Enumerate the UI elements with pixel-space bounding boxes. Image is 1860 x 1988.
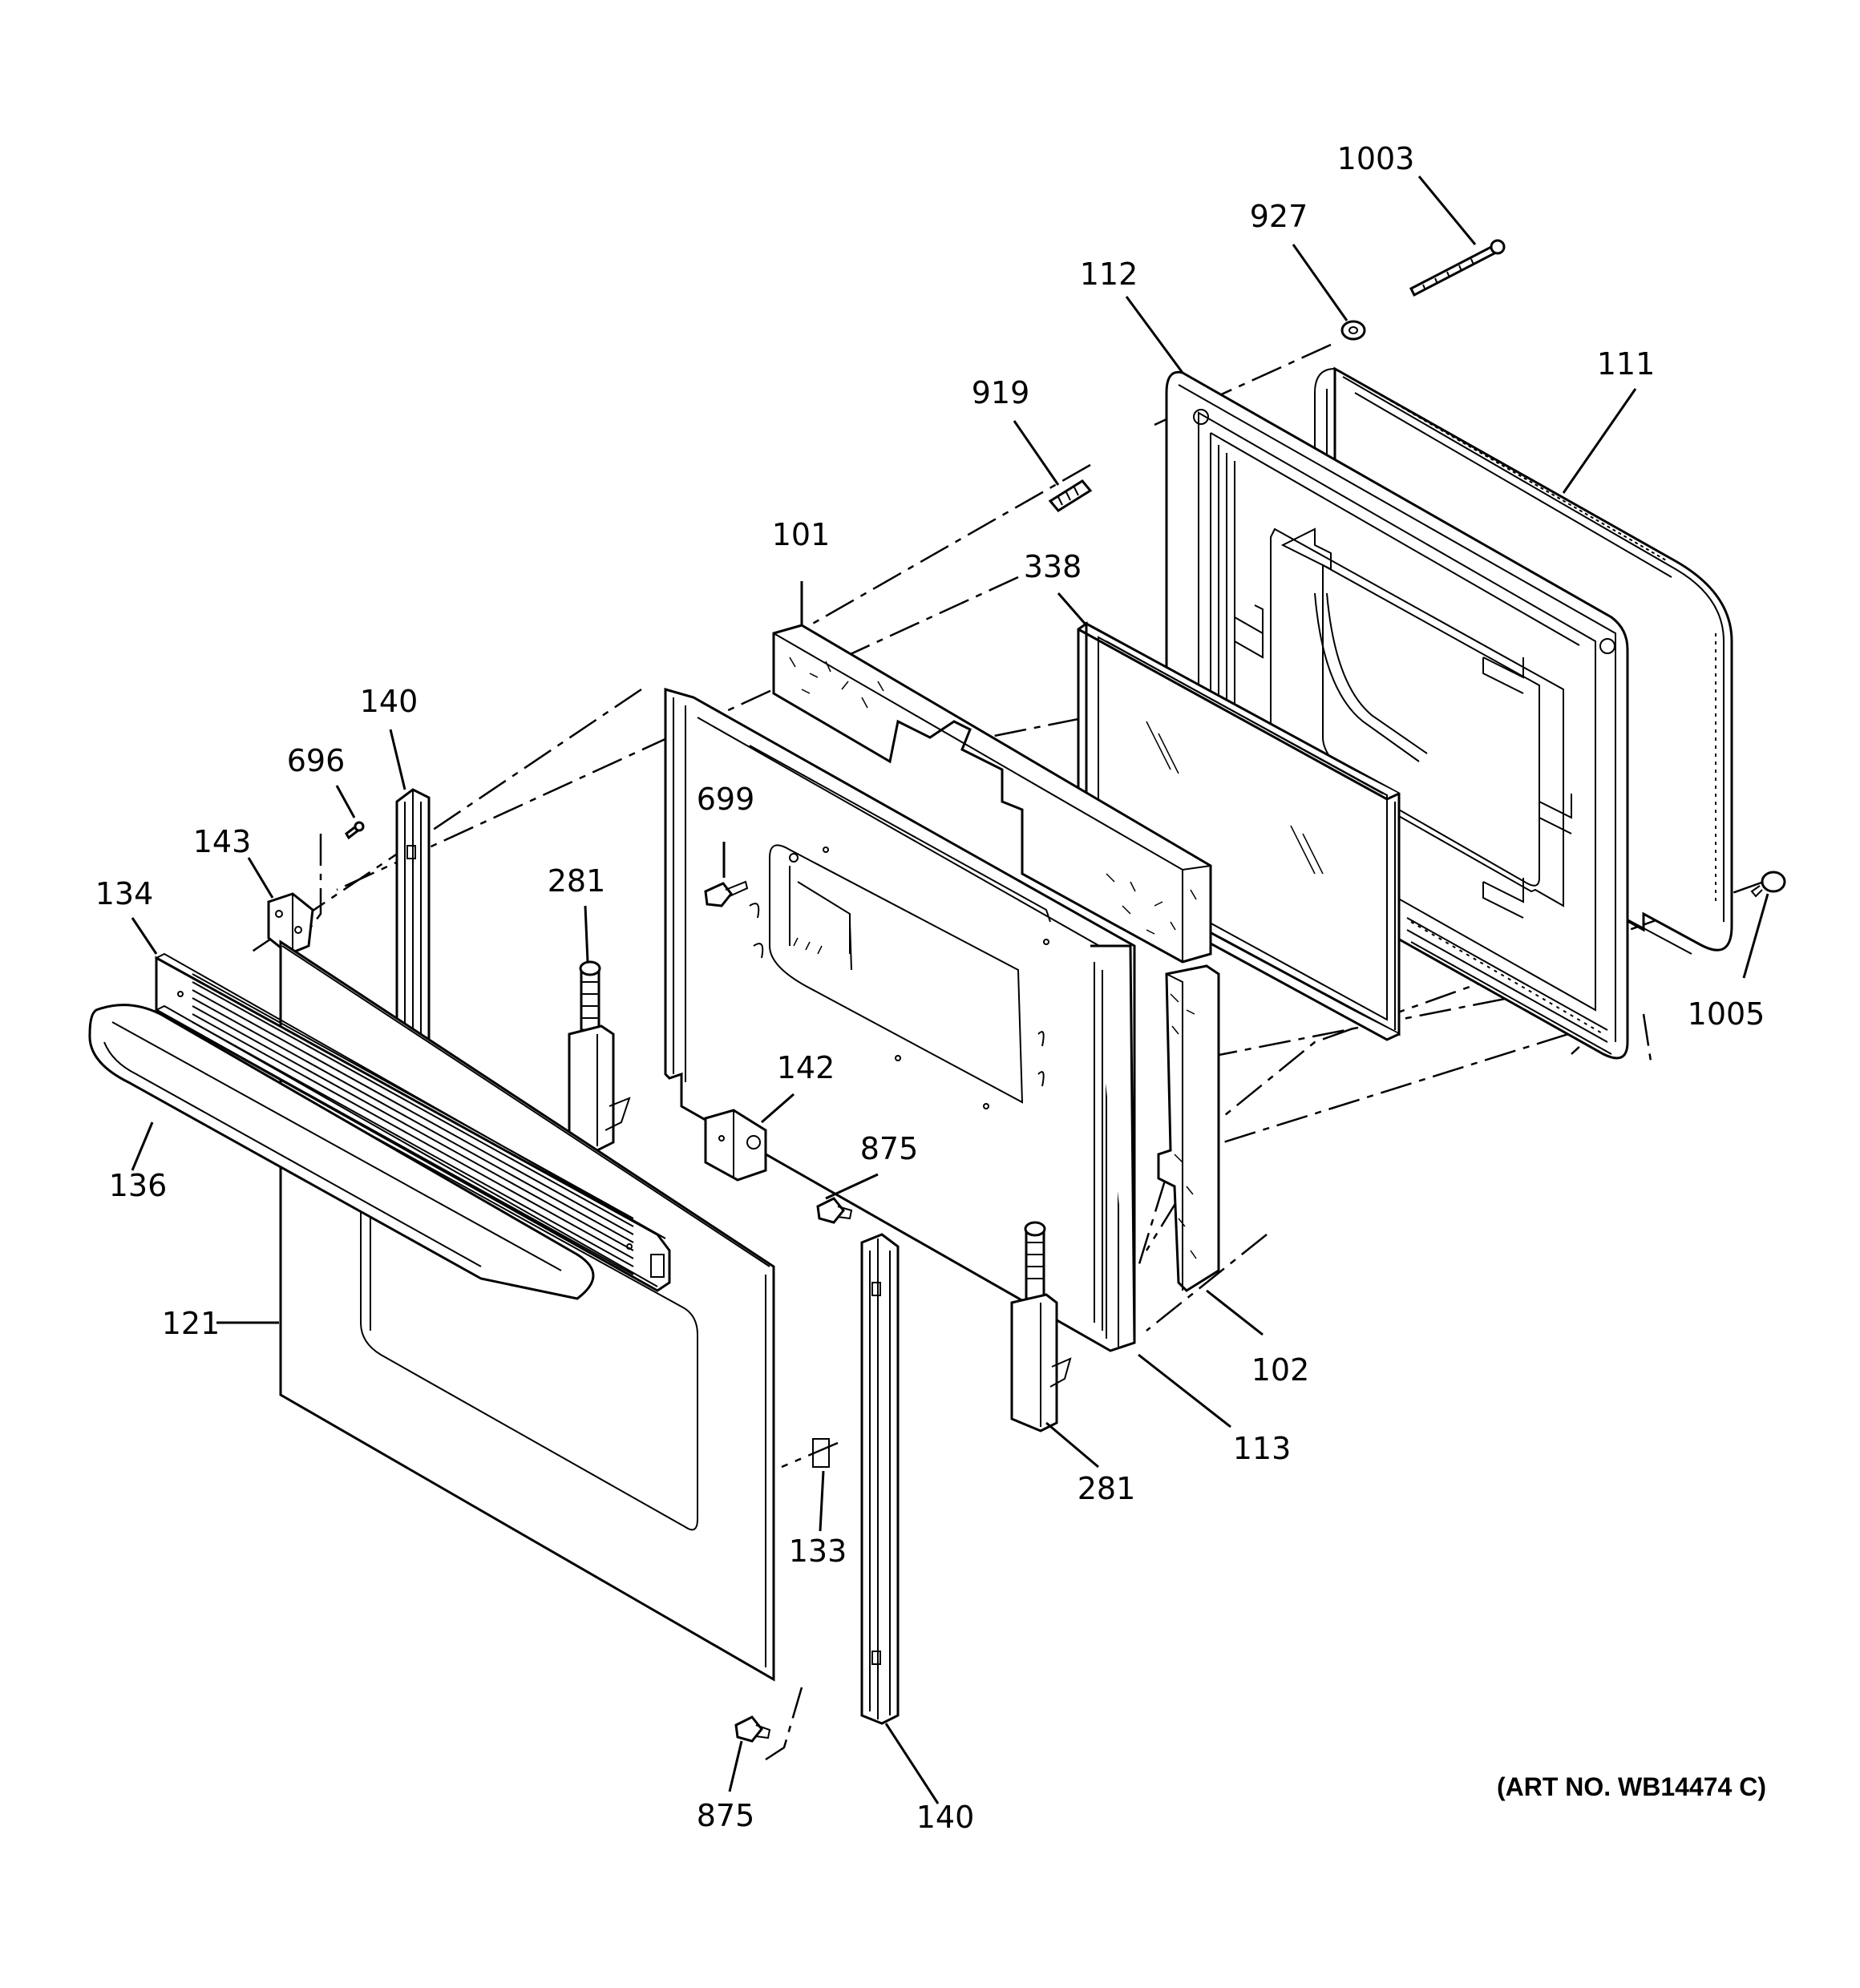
callout-927: 927 (1250, 199, 1308, 234)
part-696-screw (345, 821, 365, 840)
callout-133: 133 (789, 1533, 847, 1569)
part-281-hinge-right (1010, 1221, 1072, 1432)
part-101-insulation (772, 624, 1212, 964)
leader-lines (131, 176, 1769, 1804)
callout-134: 134 (95, 876, 154, 911)
part-112-inner-door-panel (1165, 370, 1629, 1060)
part-134-vent-trim (155, 952, 671, 1292)
callout-136: 136 (109, 1168, 168, 1203)
callout-113: 113 (1233, 1431, 1292, 1466)
part-143-bracket (267, 892, 314, 956)
part-699-screw (704, 880, 749, 907)
part-1003-screw (1409, 239, 1506, 297)
callout-699: 699 (697, 782, 755, 817)
callout-281-left: 281 (548, 863, 606, 899)
callout-101: 101 (772, 517, 831, 552)
part-113-inner-liner (664, 688, 1136, 1352)
part-875-screw-mid (816, 1197, 853, 1224)
callout-140-top: 140 (360, 684, 418, 719)
part-927-washer (1340, 320, 1366, 341)
part-140-hinge-channel-bottom (860, 1233, 900, 1725)
callout-875-bottom: 875 (697, 1798, 755, 1833)
callout-112: 112 (1080, 257, 1138, 292)
callout-labels: 1003 927 112 111 919 101 338 140 696 699… (95, 141, 1766, 1835)
callout-1003: 1003 (1337, 141, 1415, 176)
part-875-screw-bottom (734, 1715, 771, 1743)
callout-696: 696 (287, 743, 346, 778)
callout-142: 142 (777, 1050, 835, 1085)
art-number: (ART NO. WB14474 C) (1497, 1772, 1766, 1801)
callout-140-bottom: 140 (916, 1800, 975, 1835)
callout-338: 338 (1024, 549, 1082, 584)
callout-143: 143 (193, 824, 252, 859)
callout-919: 919 (972, 375, 1030, 410)
callout-875-mid: 875 (860, 1131, 919, 1166)
part-102-side-insulation (1157, 964, 1220, 1292)
part-1005-screw (1750, 871, 1786, 898)
callout-1005: 1005 (1688, 996, 1765, 1032)
callout-111: 111 (1597, 346, 1656, 382)
part-281-hinge-left (568, 960, 631, 1152)
callout-102: 102 (1251, 1352, 1310, 1388)
callout-121: 121 (162, 1306, 220, 1341)
part-136-door-handle (88, 1004, 595, 1300)
part-142-hinge-receptacle (704, 1109, 767, 1182)
callout-281-right: 281 (1078, 1471, 1136, 1506)
part-919-stud (1048, 479, 1093, 512)
